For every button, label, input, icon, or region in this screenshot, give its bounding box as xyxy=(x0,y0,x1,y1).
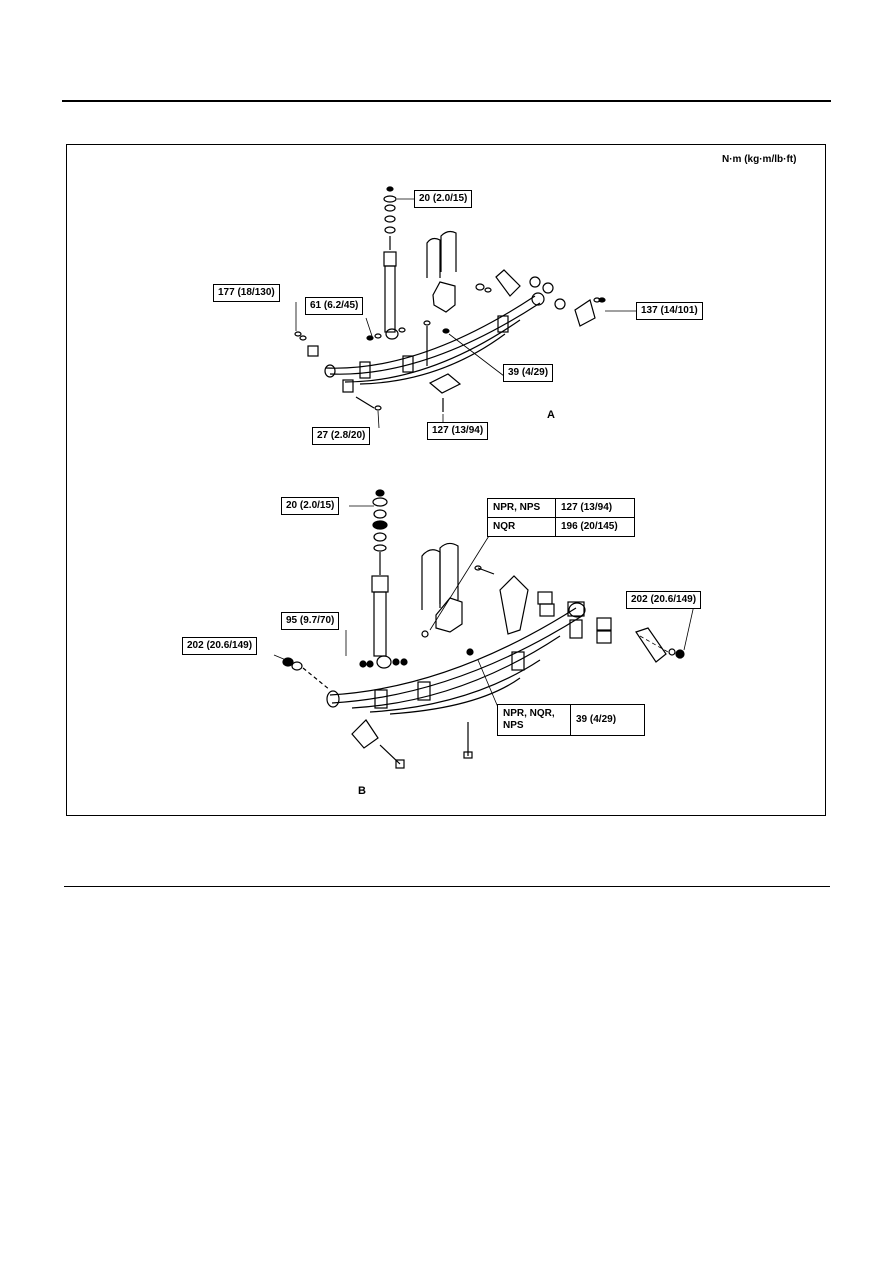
leaders-b xyxy=(273,505,695,713)
torque-b-front-eye: 202 (20.6/149) xyxy=(182,637,258,655)
model-cell: NQR xyxy=(487,517,556,537)
leaders-a xyxy=(295,198,638,429)
view-label-a: A xyxy=(547,409,555,421)
model-cell: NPR, NPS xyxy=(487,498,556,518)
torque-b-shock-bottom: 95 (9.7/70) xyxy=(281,612,340,630)
torque-a-front-pin: 27 (2.8/20) xyxy=(312,427,371,445)
table-row: NPR, NPS 127 (13/94) xyxy=(487,498,636,518)
footer-rule xyxy=(64,886,830,887)
torque-a-front-eye: 177 (18/130) xyxy=(213,284,280,302)
torque-a-shock-bottom: 61 (6.2/45) xyxy=(305,297,364,315)
table-row: NPR, NQR, NPS 39 (4/29) xyxy=(497,704,645,736)
u-bolt-hardware-b xyxy=(463,648,474,759)
view-a-drawing xyxy=(294,186,638,429)
torque-a-u-bolt: 127 (13/94) xyxy=(427,422,489,440)
torque-a-center-bolt: 39 (4/29) xyxy=(503,364,554,382)
header-rule xyxy=(62,100,831,102)
leaf-spring-a xyxy=(324,292,545,385)
torque-b-rear-shackle: 202 (20.6/149) xyxy=(626,591,702,609)
view-b-drawing xyxy=(273,489,695,769)
leaf-spring-b xyxy=(326,602,586,715)
u-bolt-b xyxy=(421,542,463,638)
shock-b-top-hardware xyxy=(372,489,388,575)
shackle-a xyxy=(475,269,606,327)
shock-absorber-a xyxy=(366,251,406,341)
front-hardware-b xyxy=(282,657,405,769)
model-cell: NPR, NQR, NPS xyxy=(497,704,571,736)
u-bolt-torque-table: NPR, NPS 127 (13/94) NQR 196 (20/145) xyxy=(487,498,636,537)
value-cell: 39 (4/29) xyxy=(570,704,645,736)
center-bolt-torque-table: NPR, NQR, NPS 39 (4/29) xyxy=(497,704,645,736)
unit-label: N·m (kg·m/lb·ft) xyxy=(722,154,797,165)
u-bolt-a xyxy=(426,230,457,313)
shackle-b xyxy=(474,565,685,663)
front-hardware-a xyxy=(294,331,382,411)
shock-absorber-b xyxy=(359,575,408,669)
torque-a-shock-top: 20 (2.0/15) xyxy=(414,190,473,208)
table-row: NQR 196 (20/145) xyxy=(487,517,636,537)
u-bolt-hardware-a xyxy=(423,320,462,412)
value-cell: 196 (20/145) xyxy=(554,517,636,537)
value-cell: 127 (13/94) xyxy=(554,498,636,518)
torque-a-rear-shackle: 137 (14/101) xyxy=(636,302,703,320)
figure-frame xyxy=(66,144,826,816)
view-label-b: B xyxy=(358,785,366,797)
torque-b-shock-top: 20 (2.0/15) xyxy=(281,497,340,515)
shock-a-top-hardware xyxy=(383,186,397,250)
